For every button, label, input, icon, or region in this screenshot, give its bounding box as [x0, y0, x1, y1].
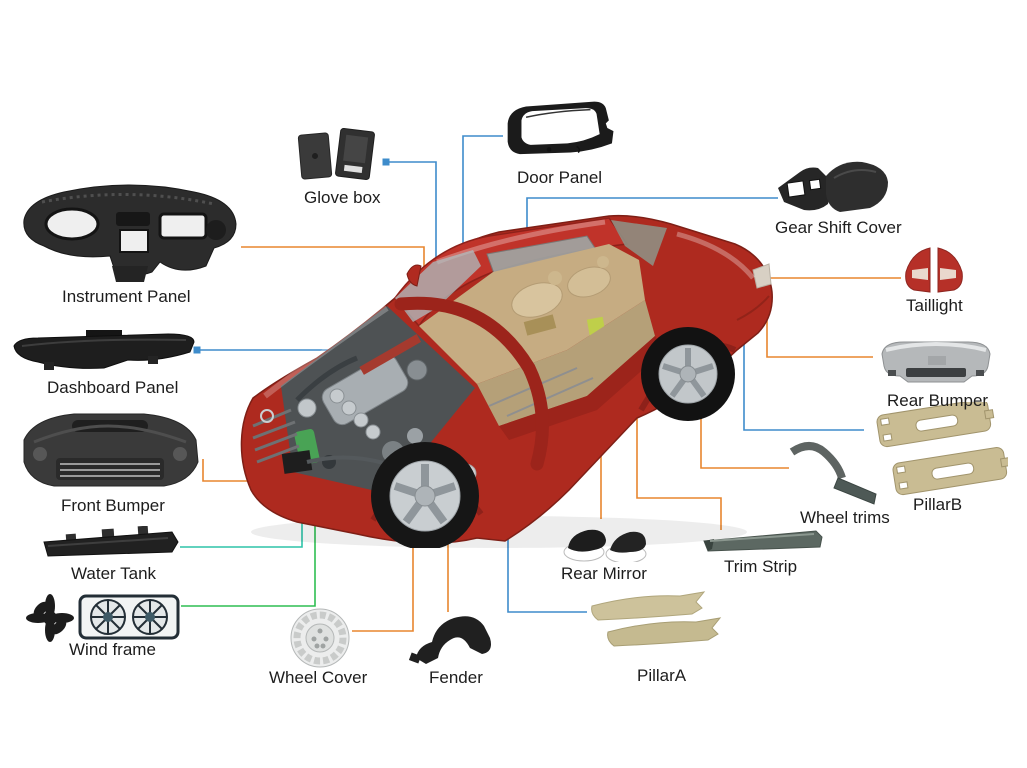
label-gear-shift-cover: Gear Shift Cover	[775, 218, 902, 237]
glove-box-image	[297, 127, 375, 181]
instrument-panel-image	[23, 184, 237, 282]
label-wheel-trims: Wheel trims	[800, 508, 890, 527]
car-a-pillar	[394, 296, 549, 471]
rear-mirror-image	[563, 529, 647, 562]
label-door-panel: Door Panel	[517, 168, 603, 187]
car-taillight	[752, 263, 772, 289]
dashboard-panel-image	[13, 330, 195, 370]
connector-front-bumper	[202, 459, 266, 482]
trim-strip-image	[703, 530, 823, 552]
label-glove-box: Glove box	[304, 188, 381, 207]
pillar-a-image	[591, 591, 722, 647]
gear-shift-cover-image	[778, 161, 888, 212]
car-hood-emblem	[260, 409, 274, 423]
label-rear-mirror: Rear Mirror	[561, 564, 647, 583]
label-instrument-panel: Instrument Panel	[62, 287, 191, 306]
wheel-trims-image	[789, 442, 877, 505]
rear-bumper-image	[881, 341, 991, 383]
car-side-mirror	[406, 264, 422, 287]
label-fender: Fender	[429, 668, 483, 687]
taillight-image	[905, 247, 963, 293]
front-bumper-image	[23, 413, 199, 487]
connector-rear-bumper	[766, 297, 873, 358]
water-tank-image	[43, 526, 179, 557]
connector-dashboard-panel-marker	[193, 346, 201, 354]
label-water-tank: Water Tank	[71, 564, 157, 583]
pillar-b-image	[876, 402, 1008, 496]
label-pillar-b: PillarB	[913, 495, 963, 514]
car-rear-wheel	[641, 327, 735, 421]
connector-door-panel	[462, 135, 503, 278]
wheel-cover-image	[290, 608, 350, 668]
label-trim-strip: Trim Strip	[724, 557, 798, 576]
car-interior	[419, 244, 665, 440]
car-cutaway-illustration	[240, 214, 773, 548]
wind-frame-image	[26, 594, 180, 642]
door-panel-image	[507, 101, 614, 155]
label-wind-frame: Wind frame	[69, 640, 156, 659]
label-dashboard-panel: Dashboard Panel	[47, 378, 179, 397]
connector-trim-strip	[636, 399, 722, 530]
fan-blade	[26, 594, 74, 642]
fender-image	[408, 616, 491, 664]
car-rear-window	[611, 220, 667, 266]
label-rear-bumper: Rear Bumper	[887, 391, 989, 410]
car-front-wheel	[371, 442, 479, 548]
label-front-bumper: Front Bumper	[61, 496, 165, 515]
label-pillar-a: PillarA	[637, 666, 687, 685]
connector-glove-box-marker	[382, 158, 390, 166]
label-taillight: Taillight	[906, 296, 963, 315]
label-wheel-cover: Wheel Cover	[269, 668, 368, 687]
